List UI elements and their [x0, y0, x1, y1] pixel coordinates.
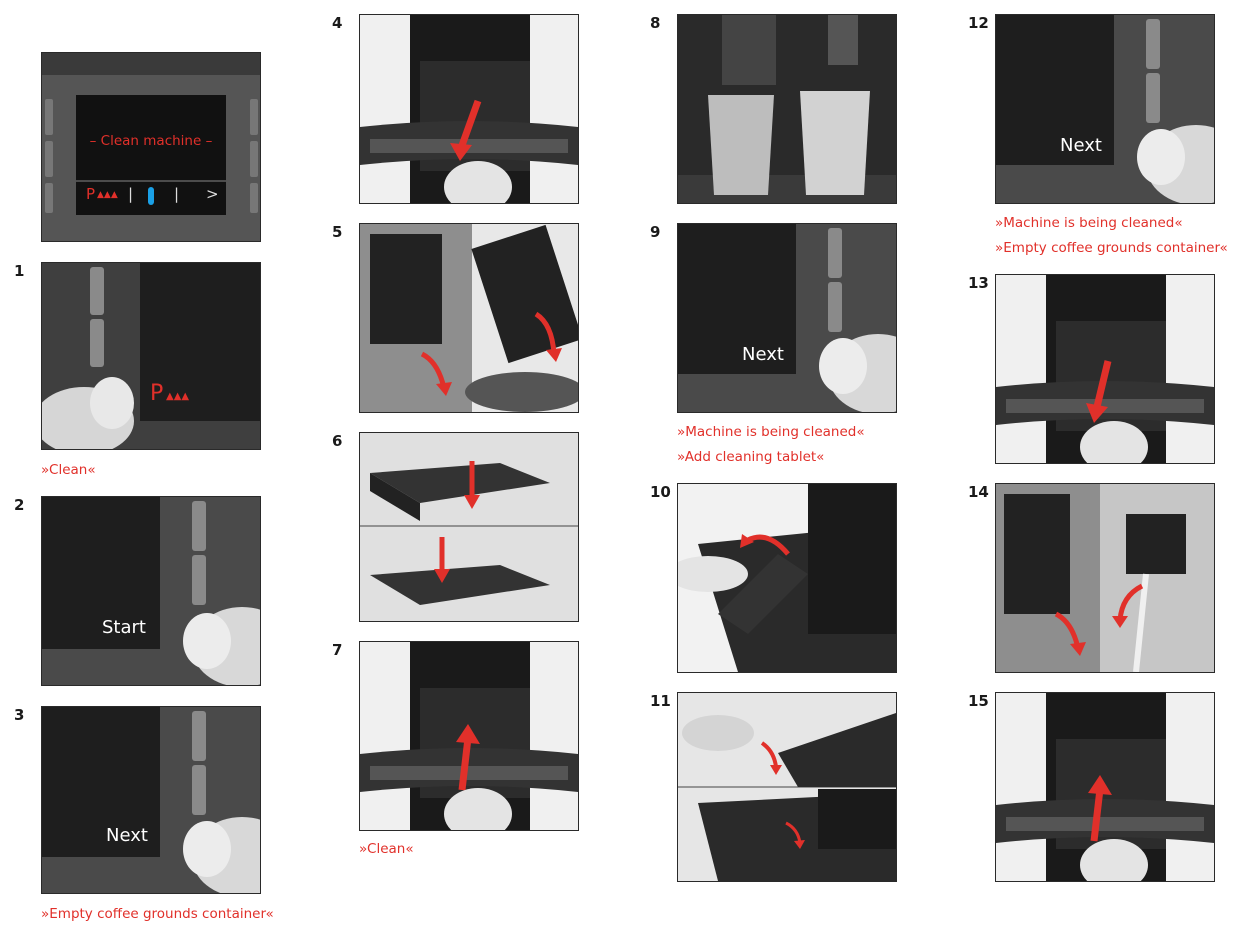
- display-panel: – Clean machine – P ▲▲▲ | | >: [41, 52, 261, 242]
- step-6-image: [359, 432, 579, 622]
- caption-step-1: »Clean«: [41, 462, 96, 478]
- step-11-illustration: [678, 693, 896, 881]
- step-5-image: [359, 223, 579, 413]
- step-number-13: 13: [968, 274, 989, 292]
- step-number-12: 12: [968, 14, 989, 32]
- next-label-9: Next: [742, 344, 784, 365]
- step-number-15: 15: [968, 692, 989, 710]
- step-8-illustration: [678, 15, 896, 203]
- caption-step-3: »Empty coffee grounds container«: [41, 906, 274, 922]
- step-10-image: [677, 483, 897, 673]
- step-number-3: 3: [14, 706, 25, 724]
- drops-icon: ▲▲▲: [166, 391, 190, 402]
- step-7-image: [359, 641, 579, 831]
- display-next-arrow: >: [206, 185, 219, 203]
- next-label-12: Next: [1060, 135, 1102, 156]
- step-6-illustration: [360, 433, 578, 621]
- step-number-5: 5: [332, 223, 343, 241]
- step-4-image: [359, 14, 579, 204]
- step-7-illustration: [360, 642, 578, 830]
- caption-step-12-line-2: »Empty coffee grounds container«: [995, 240, 1228, 256]
- step-15-illustration: [996, 693, 1214, 881]
- display-title: – Clean machine –: [89, 133, 213, 149]
- display-separator-1: |: [128, 185, 134, 203]
- step-number-11: 11: [650, 692, 671, 710]
- caption-step-9-line-1: »Machine is being cleaned«: [677, 424, 865, 440]
- step-1-illustration: [42, 263, 260, 449]
- step-number-7: 7: [332, 641, 343, 659]
- step-14-illustration: [996, 484, 1214, 672]
- display-separator-2: |: [174, 185, 180, 203]
- display-clean-symbol: P: [86, 185, 96, 203]
- caption-step-9-line-2: »Add cleaning tablet«: [677, 449, 825, 465]
- step-number-6: 6: [332, 432, 343, 450]
- step-12-illustration: [996, 15, 1214, 203]
- step-4-illustration: [360, 15, 578, 203]
- step-number-9: 9: [650, 223, 661, 241]
- step-13-illustration: [996, 275, 1214, 463]
- step-number-14: 14: [968, 483, 989, 501]
- step-11-image: [677, 692, 897, 882]
- caption-step-12-line-1: »Machine is being cleaned«: [995, 215, 1183, 231]
- step-number-4: 4: [332, 14, 343, 32]
- step-number-8: 8: [650, 14, 661, 32]
- step-number-10: 10: [650, 483, 671, 501]
- step-10-illustration: [678, 484, 896, 672]
- clean-symbol: P: [150, 381, 164, 406]
- step-14-image: [995, 483, 1215, 673]
- step-1-image: P ▲▲▲: [41, 262, 261, 450]
- step-2-image: Start: [41, 496, 261, 686]
- start-label: Start: [102, 617, 146, 638]
- step-2-illustration: [42, 497, 260, 685]
- step-5-illustration: [360, 224, 578, 412]
- step-9-image: Next: [677, 223, 897, 413]
- step-3-illustration: [42, 707, 260, 893]
- step-8-image: [677, 14, 897, 204]
- step-13-image: [995, 274, 1215, 464]
- display-info-icon: [148, 187, 154, 205]
- next-label-3: Next: [106, 825, 148, 846]
- caption-step-7: »Clean«: [359, 841, 414, 857]
- step-3-image: Next: [41, 706, 261, 894]
- display-drops-icon: ▲▲▲: [97, 190, 118, 200]
- step-number-1: 1: [14, 262, 25, 280]
- step-15-image: [995, 692, 1215, 882]
- step-9-illustration: [678, 224, 896, 412]
- step-12-image: Next: [995, 14, 1215, 204]
- step-number-2: 2: [14, 496, 25, 514]
